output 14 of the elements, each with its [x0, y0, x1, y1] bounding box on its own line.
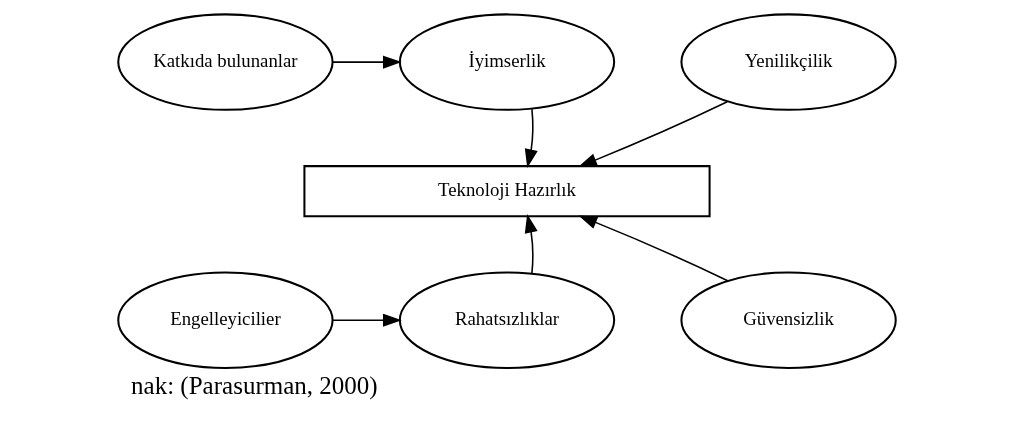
node-ellipse: İyimserlik: [398, 13, 615, 111]
arrow: [331, 55, 402, 69]
node-box: Teknoloji Hazırlık: [302, 165, 711, 218]
arrow: [577, 101, 728, 167]
caption: nak: (Parasurman, 2000): [130, 372, 378, 400]
arrow: [331, 313, 402, 327]
node-ellipse: Katkıda bulunanlar: [116, 13, 334, 111]
node-ellipse: Rahatsızlıklar: [398, 271, 615, 369]
node-ellipse: Engelleyicilier: [116, 271, 334, 369]
arrow: [524, 108, 538, 169]
arrow: [524, 214, 538, 275]
node-ellipse: Güvensizlik: [679, 271, 897, 369]
arrow: [577, 215, 728, 282]
node-ellipse: Yenilikçilik: [679, 13, 897, 111]
